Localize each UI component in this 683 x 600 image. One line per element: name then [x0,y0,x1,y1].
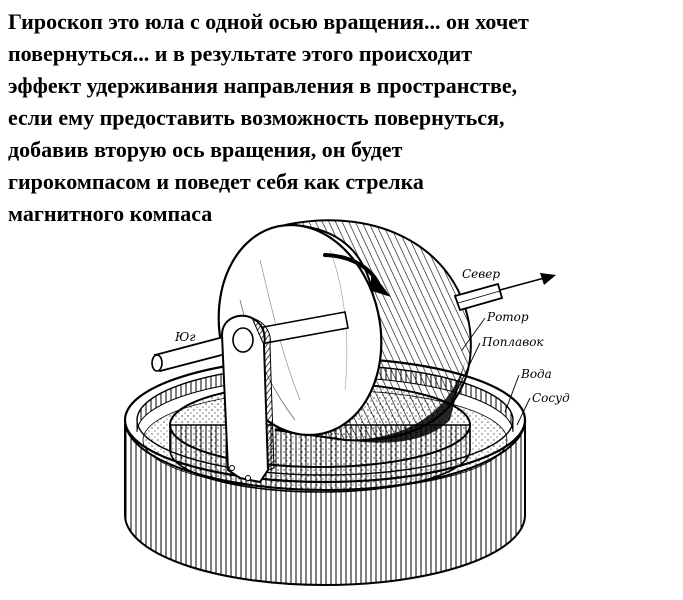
label-float: Поплавок [481,335,544,349]
label-vessel: Сосуд [532,391,570,405]
caption-line: повернуться... и в результате этого прои… [8,41,473,66]
label-rotor: Ротор [486,310,529,324]
label-water: Вода [520,367,552,381]
caption-line: если ему предоставить возможность поверн… [8,105,505,130]
label-south: Юг [174,330,195,344]
leader-water [504,374,520,413]
north-arrow [499,273,556,291]
north-axle [453,282,504,312]
leader-vessel [516,397,531,426]
leader-float [449,342,481,406]
caption-text: Гироскоп это юла с одной осью вращения..… [8,6,680,230]
caption-line: магнитного компаса [8,201,213,226]
caption-line: Гироскоп это юла с одной осью вращения..… [8,9,529,34]
support-post [220,314,275,484]
leader-rotor [461,317,486,351]
caption-line: эффект удерживания направления в простра… [8,73,518,98]
caption-line: добавив вторую ось вращения, он будет [8,137,403,162]
caption-line: гирокомпасом и поведет себя как стрелка [8,169,424,194]
label-north: Север [462,267,500,281]
